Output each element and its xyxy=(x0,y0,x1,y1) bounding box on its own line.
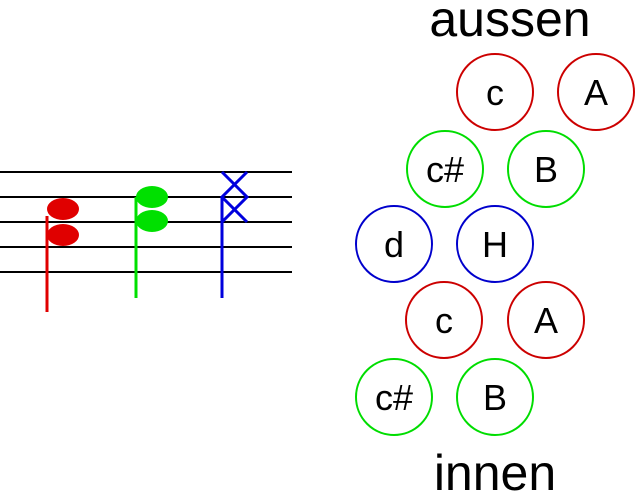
button-label: c xyxy=(435,300,453,341)
notehead xyxy=(136,210,168,232)
x-notehead xyxy=(220,170,250,224)
note-green xyxy=(134,186,168,298)
button-circle xyxy=(507,130,585,208)
accordion-button-blue: d xyxy=(355,205,433,283)
accordion-button-red: A xyxy=(507,281,585,359)
button-circle xyxy=(355,358,433,436)
accordion-button-green: c# xyxy=(355,358,433,436)
label-aussen: aussen xyxy=(429,0,590,47)
accordion-button-green: B xyxy=(456,358,534,436)
button-circle xyxy=(405,281,483,359)
accordion-button-green: c# xyxy=(406,130,484,208)
button-circle xyxy=(406,130,484,208)
x-notehead xyxy=(219,170,249,224)
button-circle xyxy=(456,205,534,283)
note-blue-x xyxy=(219,170,250,298)
button-label: c# xyxy=(375,377,413,418)
button-label: A xyxy=(584,72,608,113)
accordion-button-red: A xyxy=(557,53,635,131)
accordion-button-red: c xyxy=(405,281,483,359)
accordion-button-red: c xyxy=(456,53,534,131)
button-label: c xyxy=(486,72,504,113)
button-label: H xyxy=(482,224,508,265)
button-circle xyxy=(507,281,585,359)
button-circle xyxy=(456,358,534,436)
button-circle xyxy=(557,53,635,131)
button-circle xyxy=(456,53,534,131)
button-label: B xyxy=(483,377,507,418)
notehead xyxy=(136,186,168,208)
button-label: d xyxy=(384,224,404,265)
button-label: c# xyxy=(426,149,464,190)
button-label: B xyxy=(534,149,558,190)
button-circle xyxy=(355,205,433,283)
notehead xyxy=(47,198,79,220)
button-label: A xyxy=(534,300,558,341)
label-innen: innen xyxy=(434,445,556,498)
note-red xyxy=(45,198,79,312)
accordion-button-blue: H xyxy=(456,205,534,283)
notehead xyxy=(47,224,79,246)
accordion-button-green: B xyxy=(507,130,585,208)
